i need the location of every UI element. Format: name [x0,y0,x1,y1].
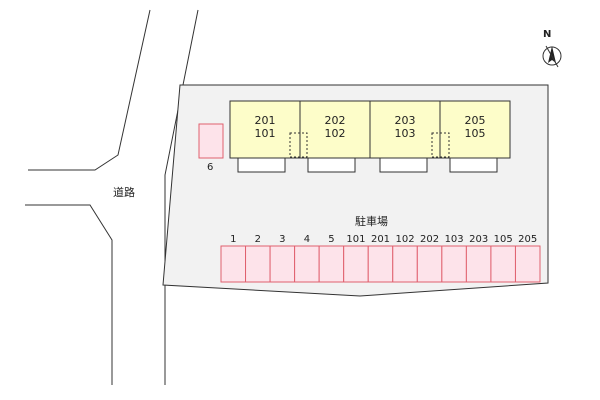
compass-label: N [543,29,552,40]
unit-upper: 201 [254,114,276,127]
parking-space-label: 5 [328,234,335,245]
parking-space-label: 205 [518,234,538,245]
north-arrow-icon [542,45,562,68]
parking-space-label: 101 [346,234,366,245]
parking-space-label: 2 [254,234,261,245]
parking-space [392,245,418,283]
parking-space-label: 3 [279,234,286,245]
building-unit: 205 105 [440,114,510,140]
parking-space [343,245,369,283]
parking-space-label: 202 [420,234,440,245]
parking-space [245,245,271,283]
parking-space-6-label: 6 [207,162,214,173]
parking-space [416,245,443,283]
parking-space [220,245,247,283]
parking-space [465,245,492,283]
unit-upper: 202 [324,114,346,127]
parking-space-6 [198,123,224,159]
unit-lower: 103 [394,127,416,140]
unit-lower: 102 [324,127,346,140]
parking-space-label: 105 [493,234,513,245]
parking-title: 駐車場 [355,215,388,228]
unit-lower: 105 [464,127,486,140]
parking-space [490,245,516,283]
unit-lower: 101 [254,127,276,140]
road-lines [25,9,199,385]
parking-space-label: 201 [370,234,391,245]
parking-space-label: 203 [469,234,489,245]
road-label: 道路 [113,186,135,199]
unit-upper: 205 [464,114,486,127]
parking-space-label: 103 [444,234,464,245]
parking-space [514,245,541,283]
parking-space [441,245,467,283]
parking-space-label: 4 [303,234,311,245]
parking-space-label: 102 [395,234,415,245]
parking-row [220,245,541,283]
parking-space [318,245,345,283]
unit-upper: 203 [394,114,416,127]
parking-space [367,245,394,283]
parking-space [269,245,296,283]
building-unit: 203 103 [370,114,440,140]
parking-space [294,245,320,283]
balconies [237,157,498,173]
building-block [229,100,511,159]
parking-space-label: 1 [230,234,237,245]
building-unit: 202 102 [300,114,370,140]
building-unit: 201 101 [230,114,300,140]
